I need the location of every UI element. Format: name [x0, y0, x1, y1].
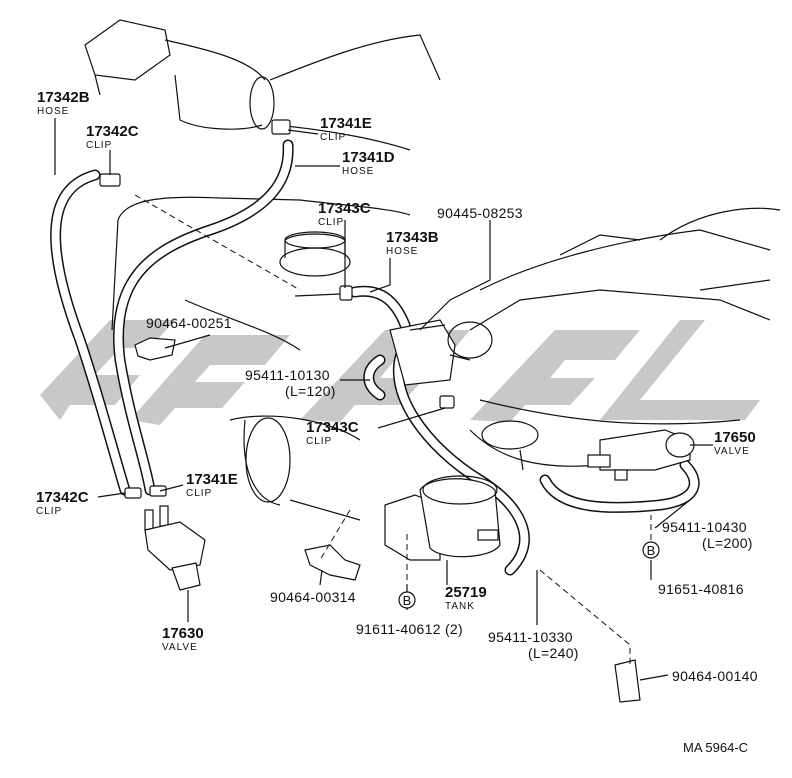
callout-90464-140: 90464-00140	[672, 668, 758, 684]
valve-17630	[144, 505, 206, 591]
part-description: TANK	[445, 601, 475, 612]
part-description: HOSE	[386, 246, 418, 257]
part-description: CLIP	[186, 488, 212, 499]
part-description: VALVE	[162, 642, 198, 653]
valve-17650	[587, 429, 695, 481]
part-description: HOSE	[37, 106, 69, 117]
part-number: 17343B	[386, 229, 439, 246]
part-description: (L=120)	[285, 383, 336, 399]
part-description: CLIP	[320, 132, 346, 143]
part-number: 17341E	[320, 115, 372, 132]
part-number: 17343C	[318, 200, 371, 217]
callout-95411-10330: 95411-10330(L=240)	[488, 629, 579, 661]
part-number: 17341D	[342, 149, 395, 166]
part-description: HOSE	[342, 166, 374, 177]
part-number: 95411-10130	[245, 367, 330, 383]
callout-91611: 91611-40612 (2)	[356, 621, 463, 637]
svg-text:B: B	[647, 543, 656, 558]
svg-text:B: B	[403, 593, 412, 608]
bolt-marker-1: B	[398, 591, 416, 609]
bracket-90464-00140	[614, 659, 641, 703]
part-description: (L=200)	[702, 535, 753, 551]
tank-25719	[384, 475, 501, 561]
part-description: CLIP	[86, 140, 112, 151]
reference-code: MA 5964-C	[683, 740, 748, 755]
leader-lines	[54, 118, 713, 681]
part-number: 91611-40612 (2)	[356, 621, 463, 637]
engine-outline	[111, 196, 781, 521]
part-number: 25719	[445, 584, 487, 601]
air-duct	[84, 19, 441, 151]
clips	[99, 119, 455, 499]
callout-95411-10130: 95411-10130(L=120)	[245, 367, 336, 399]
part-number: 90464-00140	[672, 668, 758, 684]
part-description: CLIP	[318, 217, 344, 228]
bracket-90464-00251	[134, 337, 176, 361]
part-number: 17342B	[37, 89, 90, 106]
callout-90445: 90445-08253	[437, 205, 523, 221]
hoses	[50, 139, 700, 576]
part-number: 91651-40816	[658, 581, 744, 597]
bolt-marker-2: B	[642, 541, 660, 559]
part-number: 17630	[162, 625, 204, 642]
callout-95411-10430: 95411-10430(L=200)	[662, 519, 753, 551]
part-description: CLIP	[36, 506, 62, 517]
part-number: 17342C	[36, 489, 89, 506]
part-description: CLIP	[306, 436, 332, 447]
part-number: 90464-00251	[146, 315, 232, 331]
part-number: 90464-00314	[270, 589, 356, 605]
callout-91651: 91651-40816	[658, 581, 744, 597]
callout-90464-314: 90464-00314	[270, 589, 356, 605]
part-number: 17342C	[86, 123, 139, 140]
part-number: 90445-08253	[437, 205, 523, 221]
vsv-assembly	[389, 319, 493, 386]
bracket-90464-00314	[304, 544, 361, 581]
callout-labels: 17342BHOSE17342CCLIP17341ECLIP17341DHOSE…	[36, 89, 758, 684]
part-number: 95411-10330	[488, 629, 573, 645]
part-number: 17650	[714, 429, 756, 446]
part-number: 17343C	[306, 419, 359, 436]
part-number: 95411-10430	[662, 519, 747, 535]
part-description: VALVE	[714, 446, 750, 457]
callout-90464-251: 90464-00251	[146, 315, 232, 331]
part-number: 17341E	[186, 471, 238, 488]
part-description: (L=240)	[528, 645, 579, 661]
